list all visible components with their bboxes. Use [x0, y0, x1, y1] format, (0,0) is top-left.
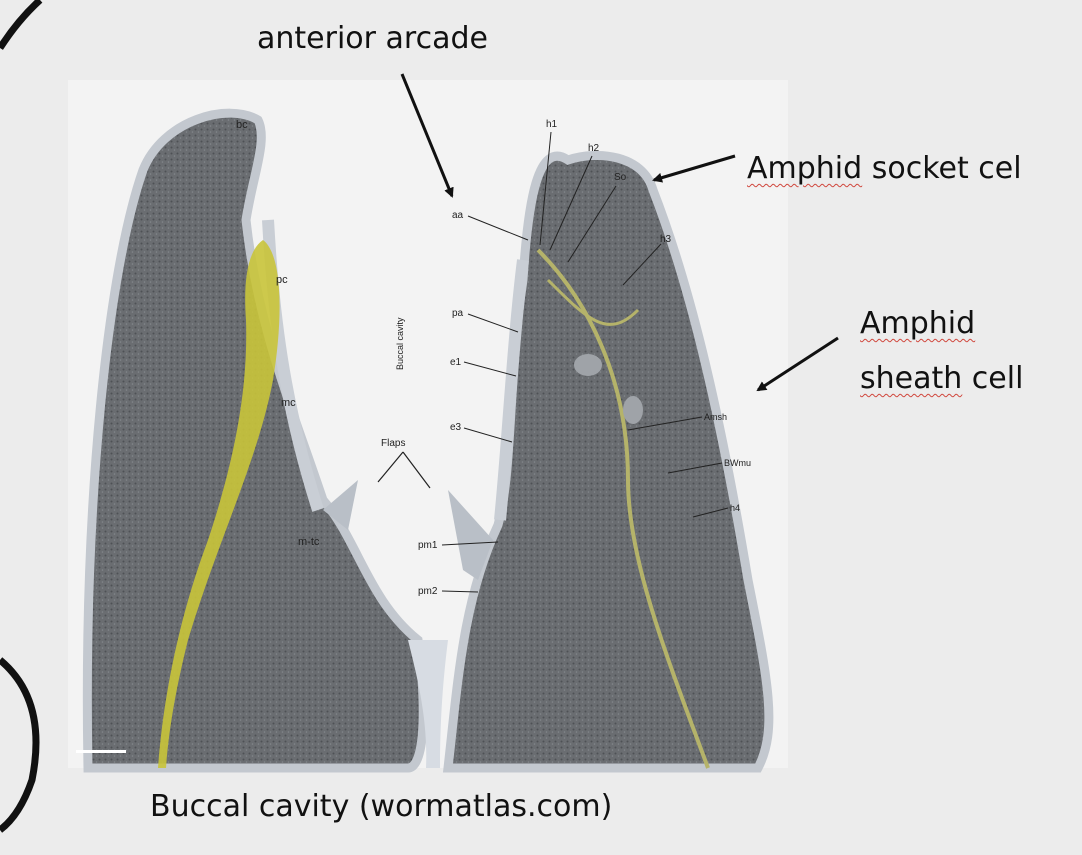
label-h1: h1 [546, 119, 558, 130]
sheath-word: sheath [860, 361, 962, 396]
label-e1: e1 [450, 357, 462, 368]
label-h4: h4 [730, 503, 740, 513]
label-buccal-cavity: Buccal cavity [395, 317, 405, 370]
label-h2: h2 [588, 143, 600, 154]
cell-word: cell [962, 361, 1023, 396]
label-flaps: Flaps [381, 438, 405, 449]
amphid-socket-word: Amphid [747, 151, 862, 186]
label-aa: aa [452, 210, 464, 221]
anterior-arcade-label: anterior arcade [257, 20, 488, 58]
label-pa: pa [452, 308, 464, 319]
label-bc: bc [236, 119, 248, 131]
figure-caption: Buccal cavity (wormatlas.com) [150, 788, 612, 826]
micrograph: bc pc mc m-tc Buccal cavity Flaps aa pa … [68, 80, 788, 768]
label-so: So [614, 172, 627, 183]
corner-curve-bottom-left [0, 660, 36, 830]
label-e3: e3 [450, 422, 462, 433]
label-bwmu: BWmu [724, 458, 751, 468]
amphid-sheath-word: Amphid [860, 306, 975, 341]
socket-cell-text: socket cel [862, 151, 1021, 186]
label-amsh: Amsh [704, 412, 727, 422]
amphid-sheath-label-line1: Amphid [860, 305, 975, 343]
label-pm1: pm1 [418, 540, 438, 551]
amphid-sheath-label-line2: sheath cell [860, 360, 1023, 398]
label-pm2: pm2 [418, 586, 438, 597]
label-mc: mc [281, 397, 296, 409]
label-pc: pc [276, 274, 288, 286]
amphid-socket-cell-label: Amphid socket cel [747, 150, 1022, 188]
label-h3: h3 [660, 234, 672, 245]
label-m-tc: m-tc [298, 536, 320, 548]
corner-curve-top-left [0, 0, 40, 48]
